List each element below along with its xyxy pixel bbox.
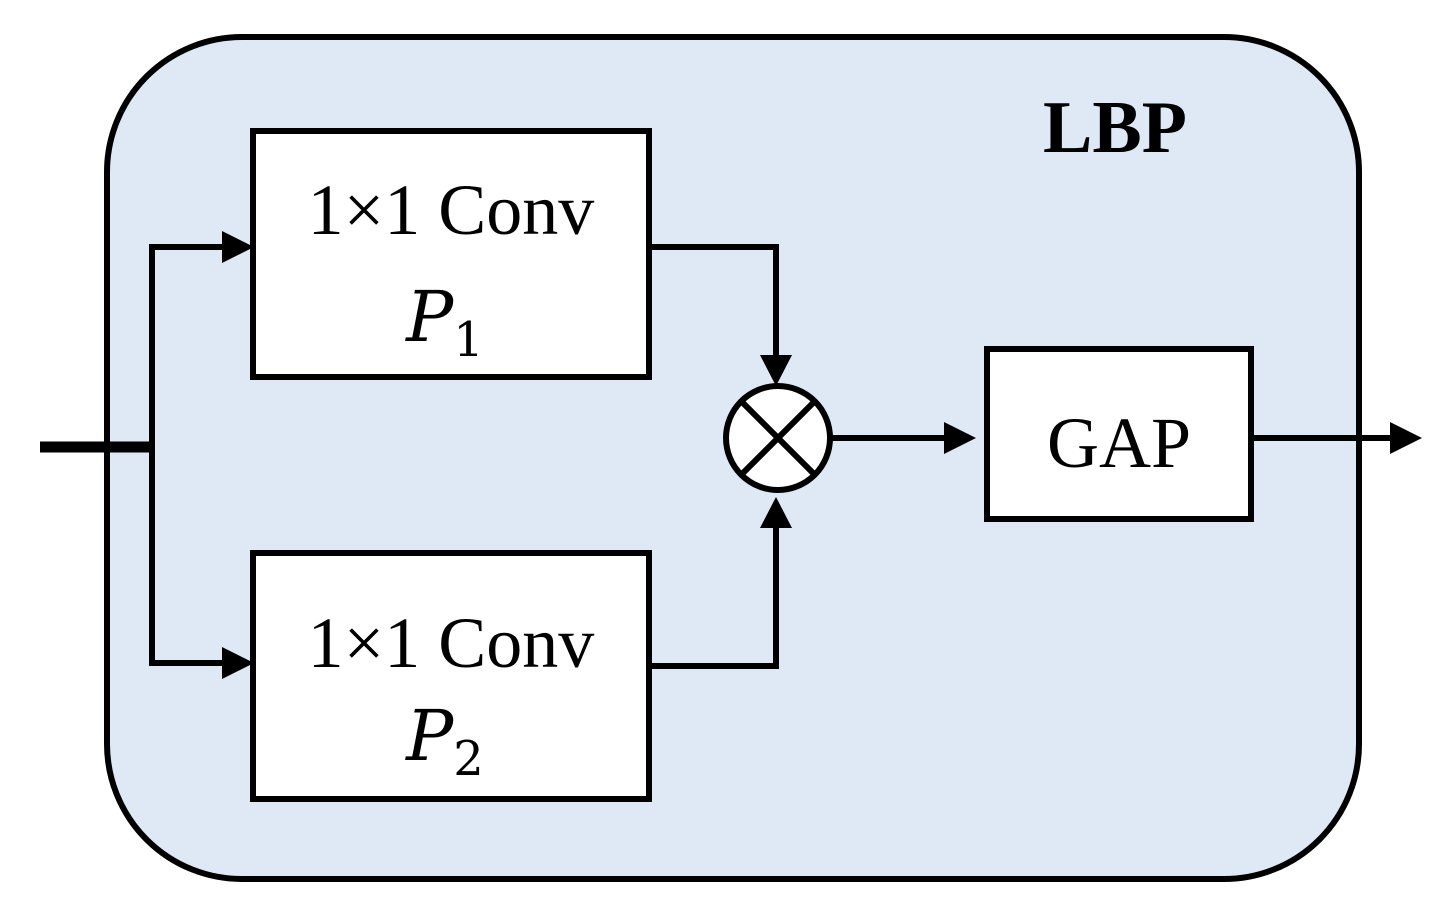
conv-top-symbol-sub: 1 [453,312,484,368]
arrowhead-multiply-top [760,355,792,386]
conv-bottom-symbol: P2 [404,695,484,787]
arrowhead-multiply-bottom [760,497,792,528]
conv-block-bottom: 1×1 Conv P2 [250,550,652,802]
arrowhead-conv-bottom [222,647,254,679]
arrowhead-conv-top [222,231,254,263]
conv-bottom-to-multiply [649,526,779,669]
conv-top-label: 1×1 Conv [308,170,595,250]
gap-block: GAP [984,346,1254,522]
conv-bottom-label: 1×1 Conv [308,603,595,683]
arrowhead-output [1390,422,1422,454]
arrowhead-gap [944,422,976,454]
conv-top-symbol: P1 [404,276,484,368]
conv-top-to-multiply [649,244,779,357]
conv-bottom-symbol-sub: 2 [453,731,484,787]
gap-label: GAP [1047,403,1191,483]
conv-top-symbol-main: P [404,276,455,358]
conv-bottom-symbol-main: P [404,695,455,777]
conv-block-top: 1×1 Conv P1 [250,128,652,380]
multiply-operator-icon [723,383,833,493]
module-title: LBP [1043,87,1187,169]
